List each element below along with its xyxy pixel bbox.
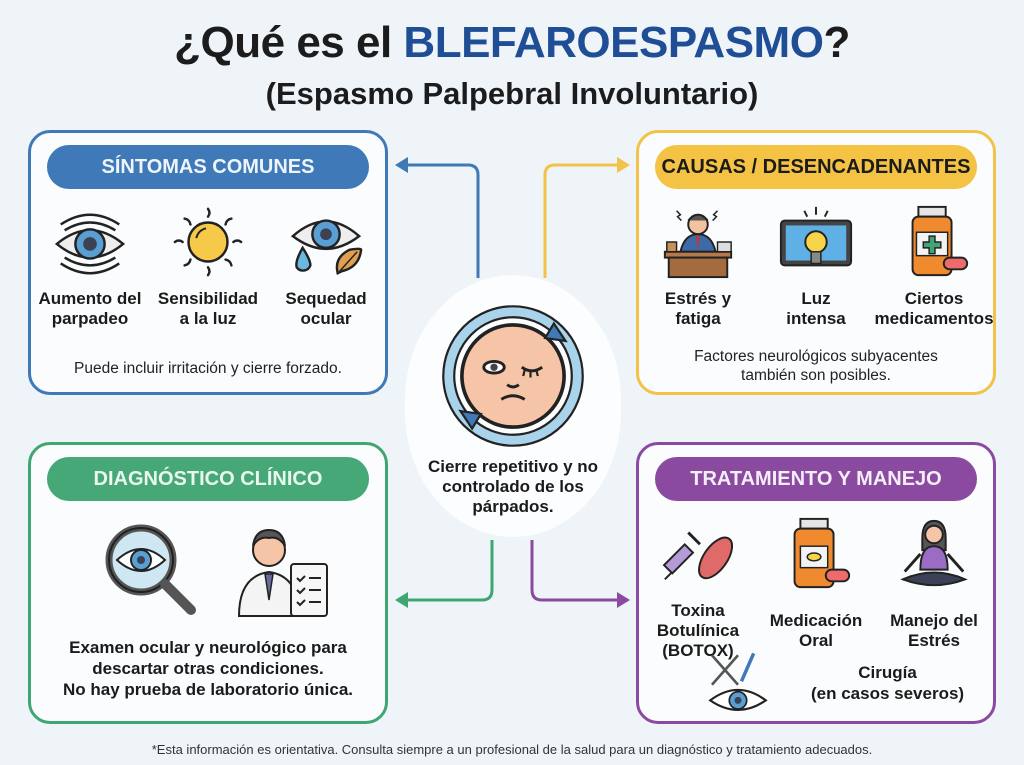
magnifier-eye-icon bbox=[105, 524, 196, 615]
label-line: intensa bbox=[786, 309, 846, 328]
diagnosis-card: DIAGNÓSTICO CLÍNICO Examen ocular y neur… bbox=[28, 442, 388, 724]
winking-face-cycle-icon bbox=[442, 305, 584, 447]
page-title: ¿Qué es el BLEFAROESPASMO? bbox=[0, 18, 1024, 68]
label-line: Cirugía bbox=[858, 663, 917, 682]
medicine-bottle-icon bbox=[911, 205, 969, 277]
label-line: (BOTOX) bbox=[662, 641, 734, 660]
text-line: No hay prueba de laboratorio única. bbox=[63, 680, 353, 699]
page-subtitle: (Espasmo Palpebral Involuntario) bbox=[265, 76, 759, 111]
label-line: Oral bbox=[798, 631, 834, 650]
eye-blinking-icon bbox=[54, 213, 126, 275]
disclaimer: *Esta información es orientativa. Consul… bbox=[151, 742, 873, 757]
label-line: Estrés bbox=[908, 631, 960, 650]
symptoms-note: Puede incluir irritación y cierre forzad… bbox=[74, 360, 342, 377]
surgery-eye-icon bbox=[708, 652, 768, 712]
stressed-worker-icon bbox=[663, 210, 733, 279]
label-line: a la luz bbox=[179, 309, 237, 328]
label-line: Luz bbox=[801, 289, 831, 308]
treatment-header: TRATAMIENTO Y MANEJO bbox=[655, 457, 977, 501]
text-line: Examen ocular y neurológico para bbox=[69, 638, 347, 657]
doctor-clipboard-icon bbox=[237, 528, 328, 617]
note-line: Factores neurológicos subyacentes bbox=[694, 348, 938, 365]
label-line: ocular bbox=[300, 309, 352, 328]
center-text: Cierre repetitivo y no controlado de los… bbox=[427, 457, 599, 516]
meditation-icon bbox=[900, 519, 968, 587]
label-line: Sensibilidad bbox=[157, 289, 259, 308]
title-prefix: ¿Qué es el bbox=[174, 18, 404, 67]
syringe-muscle-icon bbox=[662, 531, 734, 581]
diagnosis-header: DIAGNÓSTICO CLÍNICO bbox=[47, 457, 369, 501]
symptoms-header: SÍNTOMAS COMUNES bbox=[47, 145, 369, 189]
pill-bottle-icon bbox=[793, 517, 851, 589]
label-line: Sequedad bbox=[285, 289, 367, 308]
causes-header: CAUSAS / DESENCADENANTES bbox=[655, 145, 977, 189]
label-line: Ciertos bbox=[904, 289, 964, 308]
label-line: Estrés y bbox=[664, 289, 732, 308]
label-line: Manejo del bbox=[890, 611, 978, 630]
label-line: medicamentos bbox=[874, 309, 994, 328]
screen-lightbulb-icon bbox=[779, 206, 853, 267]
title-suffix: ? bbox=[823, 18, 850, 67]
note-line: también son posibles. bbox=[741, 367, 891, 384]
causes-note: Factores neurológicos subyacentes también… bbox=[649, 347, 983, 385]
sun-icon bbox=[173, 207, 243, 277]
label-line: Botulínica bbox=[656, 621, 740, 640]
diagnosis-text: Examen ocular y neurológico para descart… bbox=[41, 637, 375, 700]
title-accent: BLEFAROESPASMO bbox=[403, 18, 824, 67]
text-line: descartar otras condiciones. bbox=[92, 659, 324, 678]
label-line: Aumento del bbox=[38, 289, 142, 308]
dry-eye-icon bbox=[290, 219, 363, 275]
label-line: parpadeo bbox=[51, 309, 129, 328]
label-line: Medicación bbox=[769, 611, 863, 630]
label-line: Toxina bbox=[671, 601, 725, 620]
center-definition: Cierre repetitivo y no controlado de los… bbox=[405, 275, 621, 537]
surgery-item: Cirugía (en casos severos) bbox=[703, 650, 964, 716]
label-line: (en casos severos) bbox=[811, 684, 965, 703]
label-line: fatiga bbox=[675, 309, 721, 328]
